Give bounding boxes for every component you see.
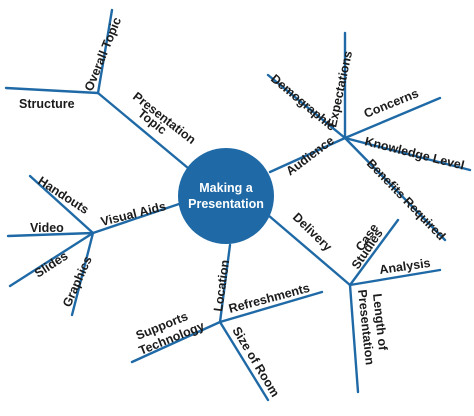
line-video (6, 231, 95, 238)
line-delivery (266, 213, 352, 287)
line-presentation-topic (96, 91, 190, 170)
center-title-line1: Making a (199, 181, 254, 195)
label-video: Video (30, 221, 64, 235)
label-handouts: Handouts (35, 174, 91, 217)
label-visual-aids: Visual Aids (99, 199, 167, 229)
line-overall-topic (96, 8, 114, 95)
label-delivery: Delivery (290, 210, 335, 254)
label-audience: Audience (283, 133, 336, 178)
branch-presentation-topic: Overall Topic Structure Presentation Top… (4, 8, 198, 170)
line-benefits-required (343, 136, 447, 242)
line-demographic (266, 73, 347, 140)
center-circle (178, 148, 274, 244)
line-analysis (348, 268, 442, 287)
line-knowledge-level (343, 136, 472, 172)
line-slides (8, 231, 95, 288)
center-node: Making a Presentation (178, 148, 274, 244)
label-expectations: Expectations (325, 50, 355, 129)
label-structure: Structure (19, 97, 75, 111)
line-audience (268, 136, 347, 174)
line-handouts (28, 174, 95, 235)
line-concerns (343, 96, 442, 140)
line-case-studies (348, 218, 400, 287)
line-length-of-presentation (348, 283, 360, 394)
label-concerns: Concerns (362, 86, 421, 121)
label-slides: Slides (32, 249, 71, 281)
line-location (218, 243, 232, 324)
line-structure (4, 86, 100, 95)
line-visual-aids (91, 201, 184, 235)
line-graphics (70, 231, 95, 317)
line-refreshments (218, 290, 324, 324)
line-supports-technology (130, 320, 222, 364)
label-size-of-room: Size of Room (229, 324, 282, 399)
branch-location: Location Refreshments Supports Technolog… (130, 243, 324, 402)
line-size-of-room (218, 320, 270, 402)
label-length-line1: Length of (370, 293, 390, 352)
branch-visual-aids: Handouts Visual Aids Video Slides Graphi… (6, 174, 184, 317)
center-title-line2: Presentation (188, 197, 264, 211)
label-overall-topic: Overall Topic (82, 15, 124, 93)
